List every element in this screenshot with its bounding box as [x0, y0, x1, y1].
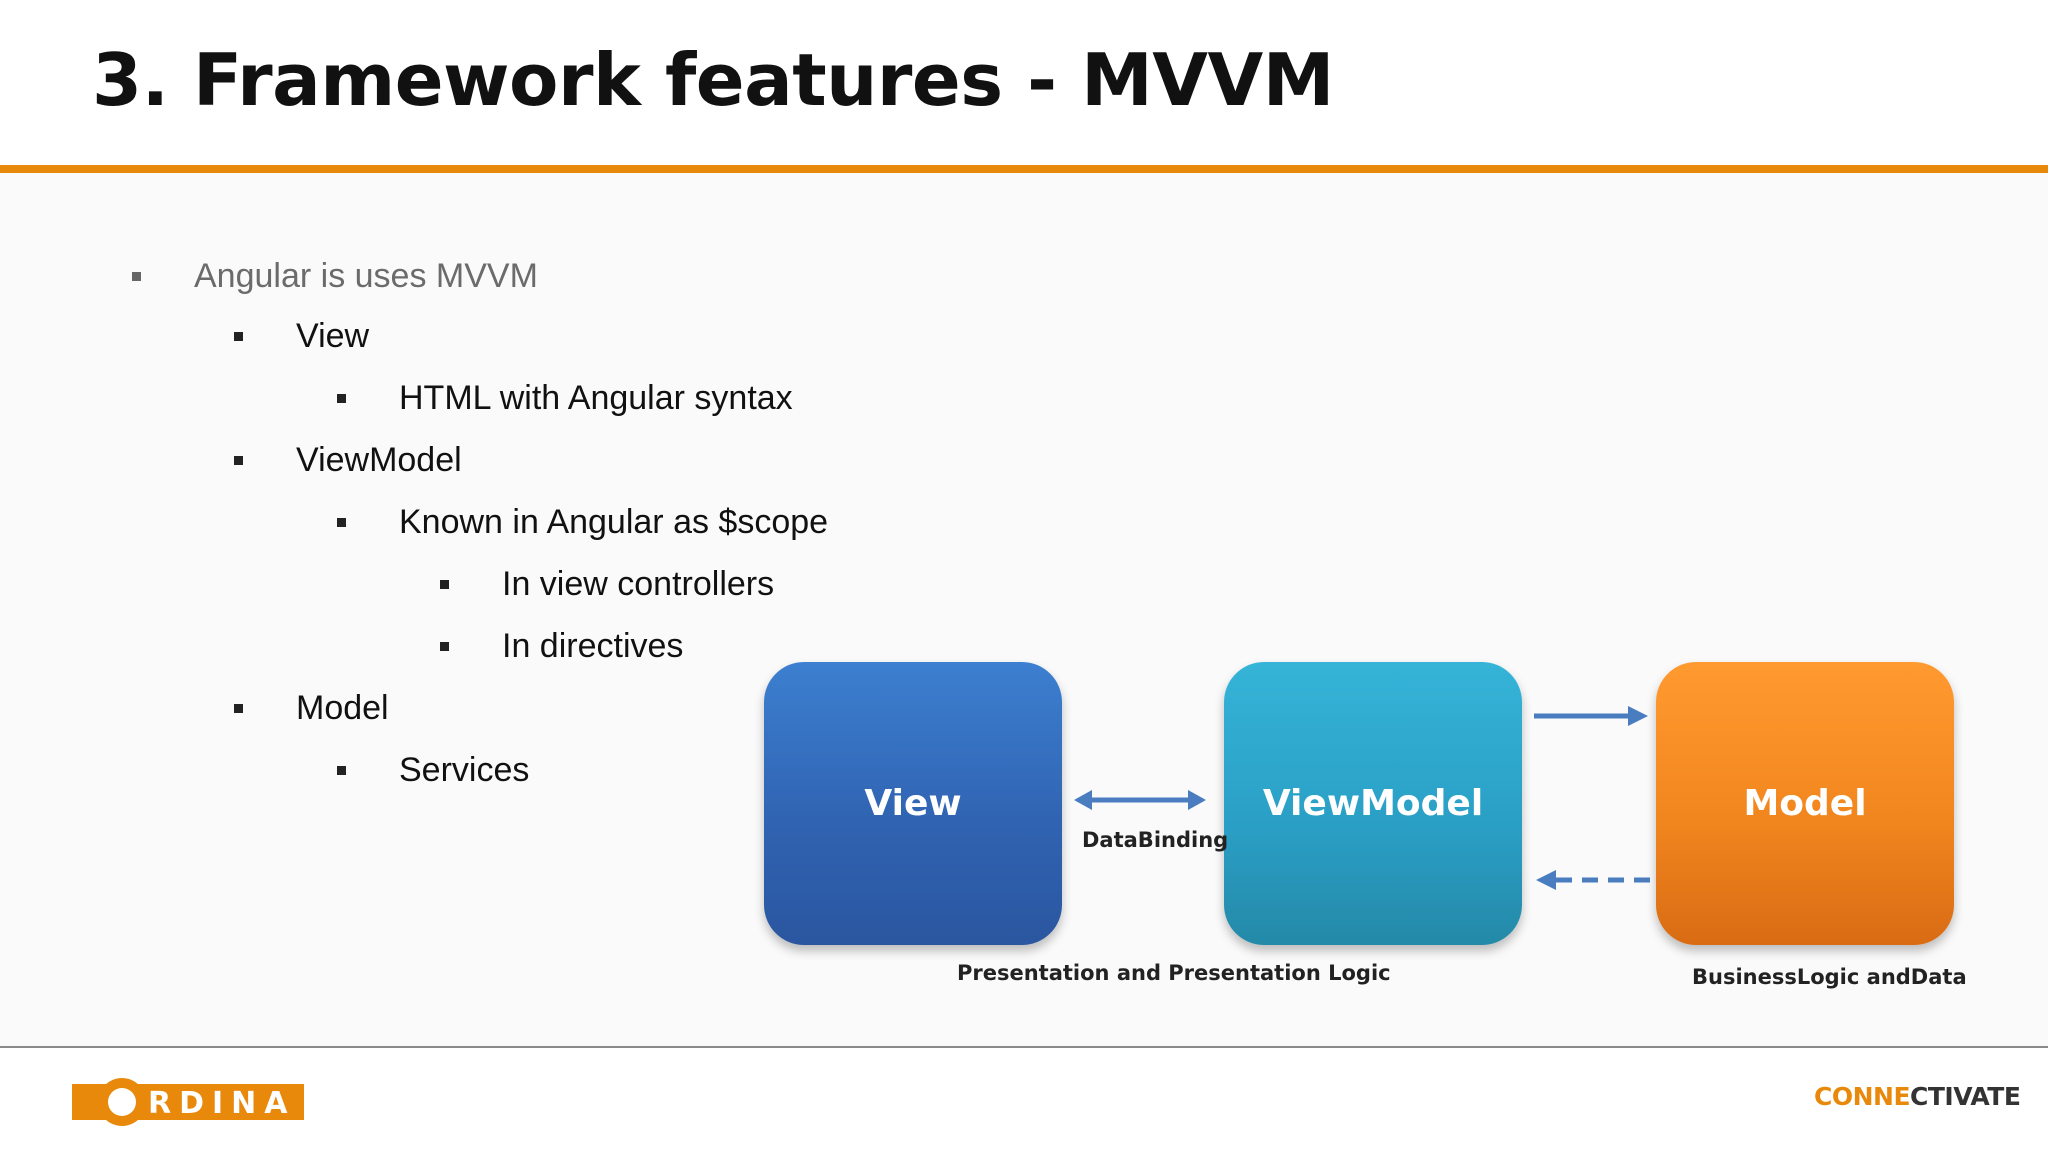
footer-divider — [0, 1046, 2048, 1048]
bullet-text: Known in Angular as $scope — [399, 502, 829, 541]
slide-footer — [0, 1048, 2048, 1152]
bullet-item: View — [234, 314, 369, 358]
ordina-wordmark: RDINA — [148, 1086, 296, 1121]
bullet-item: In directives — [440, 624, 683, 668]
bullet-item: Angular is uses MVVM — [132, 254, 538, 298]
bullet-text: ViewModel — [296, 440, 462, 479]
bullet-marker — [337, 517, 346, 527]
bullet-marker — [234, 331, 243, 341]
bullet-marker — [132, 271, 141, 281]
model-box: Model — [1656, 662, 1954, 945]
bullet-item: In view controllers — [440, 562, 774, 606]
bullet-text: In view controllers — [502, 564, 775, 603]
viewmodel-box: ViewModel — [1224, 662, 1522, 945]
bullet-text: In directives — [502, 626, 684, 665]
bullet-text: Angular is uses MVVM — [194, 256, 538, 295]
bullet-marker — [337, 765, 346, 775]
slide-title: 3. Framework features - MVVM — [92, 38, 1334, 122]
bullet-marker — [337, 393, 346, 403]
databinding-label: DataBinding — [1082, 828, 1229, 852]
model-box-label: Model — [1743, 783, 1867, 824]
viewmodel-box-label: ViewModel — [1262, 783, 1484, 824]
bullet-item: HTML with Angular syntax — [337, 376, 793, 420]
ordina-logo: RDINA — [72, 1078, 304, 1128]
title-divider — [0, 165, 2048, 173]
view-box-label: View — [864, 783, 962, 824]
connectivate-logo: CONNECTIVATE — [1814, 1082, 2021, 1111]
bullet-marker — [440, 579, 449, 589]
bullet-text: HTML with Angular syntax — [399, 378, 793, 417]
business-caption: BusinessLogic andData — [1692, 965, 1967, 989]
bullet-item: Model — [234, 686, 389, 730]
bullet-item: ViewModel — [234, 438, 462, 482]
bullet-marker — [234, 455, 243, 465]
bullet-item: Services — [337, 748, 529, 792]
viewmodel-to-model-arrow — [1534, 706, 1648, 726]
bullet-text: Services — [399, 750, 530, 789]
bullet-item: Known in Angular as $scope — [337, 500, 828, 544]
bullet-marker — [234, 703, 243, 713]
view-box: View — [764, 662, 1062, 945]
presentation-caption: Presentation and Presentation Logic — [957, 961, 1391, 985]
bullet-marker — [440, 641, 449, 651]
model-to-viewmodel-arrow — [1536, 870, 1650, 890]
bullet-text: View — [296, 316, 370, 355]
databinding-arrow — [1074, 790, 1206, 810]
bullet-text: Model — [296, 688, 389, 727]
slide-header: 3. Framework features - MVVM — [0, 0, 2048, 168]
